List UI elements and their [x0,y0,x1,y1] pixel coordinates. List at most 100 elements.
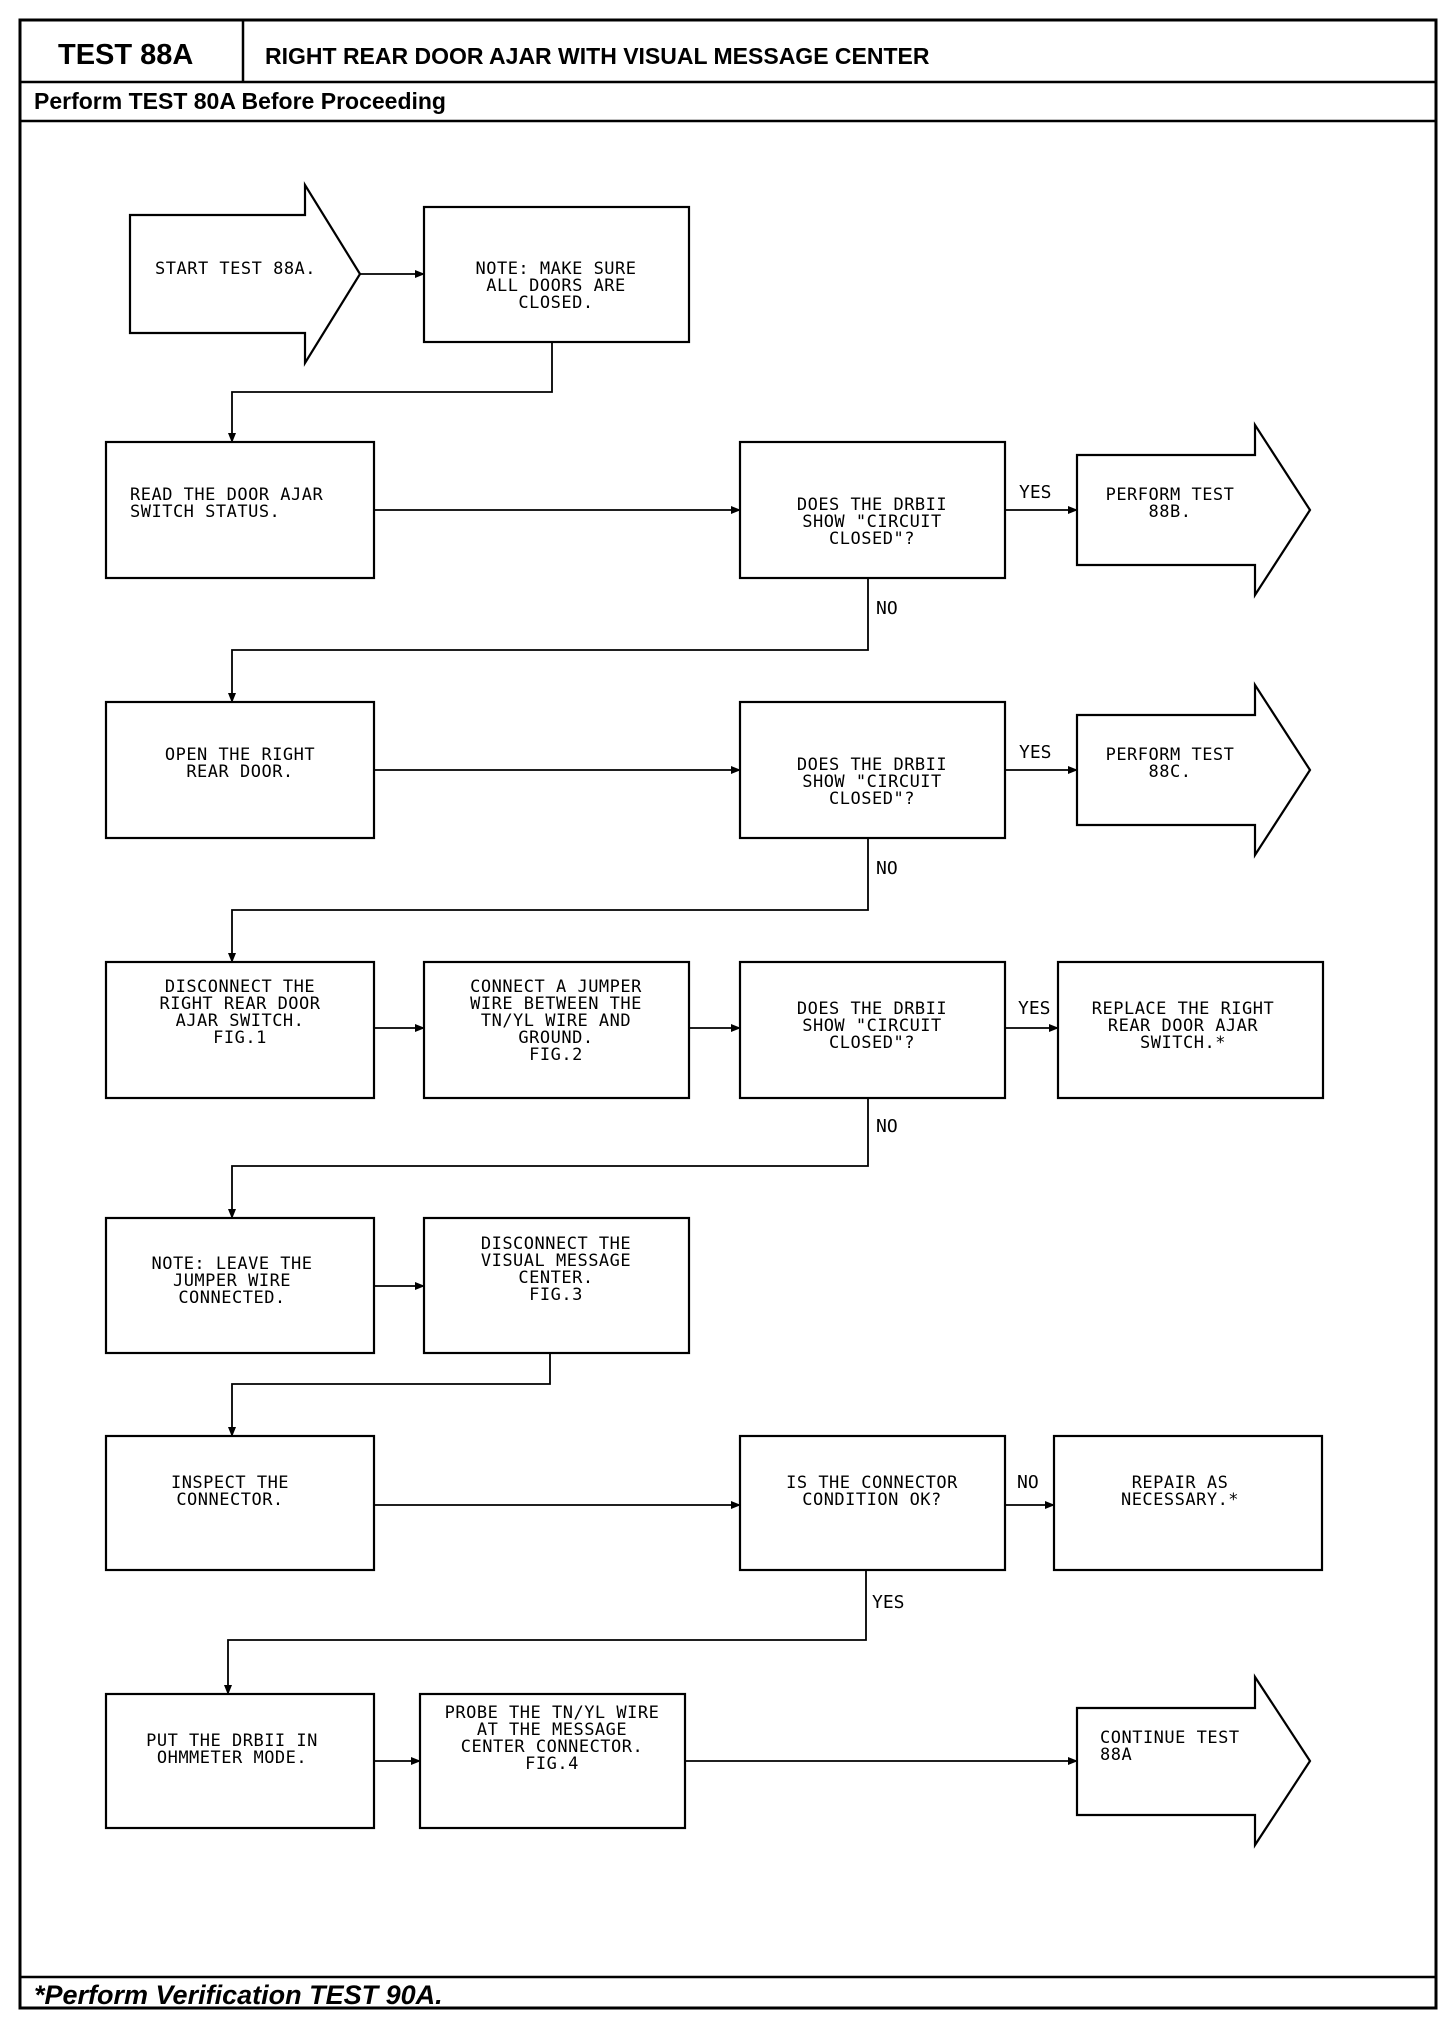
box-text-line: 88C. [1149,762,1192,782]
box-text-line: CONTINUE TEST [1100,1728,1240,1748]
box-text-line: AT THE MESSAGE [477,1720,627,1740]
box-text-line: PERFORM TEST [1106,485,1235,505]
box-text-line: 88B. [1149,502,1192,522]
open-door-box [104,700,376,840]
connector-q4-yes [224,1570,867,1695]
box-text-line: PERFORM TEST [1106,745,1235,765]
q1-no-label: NO [876,598,898,619]
box-text-line: DOES THE DRBII [797,755,947,775]
box-text-line: FIG.4 [525,1754,579,1774]
box-text-line: DISCONNECT THE [165,977,315,997]
page-frame [18,18,1438,2010]
connector-q2-no [228,838,869,963]
box-text-line: ALL DOORS ARE [486,276,626,296]
box-text-line: CONNECT A JUMPER [470,977,642,997]
box-text-line: SHOW "CIRCUIT [802,1016,942,1036]
q1-yes-label: YES [1019,482,1052,503]
box-text-line: INSPECT THE [171,1473,289,1493]
connector-note-to-read [228,342,553,443]
repair-box [1052,1434,1324,1572]
footer-note: *Perform Verification TEST 90A. [34,1980,443,2010]
prerequisite-note: Perform TEST 80A Before Proceeding [34,88,446,114]
box-text-line: CLOSED. [518,293,593,313]
box-text-line: CENTER. [518,1268,593,1288]
box-text-line: NECESSARY.* [1121,1490,1239,1510]
box-text-line: FIG.1 [213,1028,267,1048]
decision-3-box [738,960,1007,1100]
start-arrow [128,181,362,367]
box-text-line: DOES THE DRBII [797,495,947,515]
connector-q3-no [228,1098,869,1219]
read-status-box [104,440,376,580]
inspect-box [104,1434,376,1572]
perform-88c-arrow [1075,681,1312,859]
box-text-line: PUT THE DRBII IN [146,1731,318,1751]
box-text-line: PROBE THE TN/YL WIRE [445,1703,660,1723]
disconnect-switch-box [104,960,376,1100]
decision-4-box [738,1434,1007,1572]
box-text-line: SHOW "CIRCUIT [802,772,942,792]
box-text-line: CONNECTOR. [176,1490,283,1510]
box-text-line: WIRE BETWEEN THE [470,994,642,1014]
box-text-line: RIGHT REAR DOOR [159,994,320,1014]
box-text-line: DISCONNECT THE [481,1234,631,1254]
q4-no-label: NO [1017,1472,1039,1493]
replace-switch-box [1056,960,1325,1100]
box-text-line: REPAIR AS [1132,1473,1229,1493]
q4-yes-label: YES [872,1592,905,1613]
box-text-line: AJAR SWITCH. [176,1011,305,1031]
decision-1-box [738,440,1007,580]
box-text-line: CLOSED"? [829,789,915,809]
box-text-line: CENTER CONNECTOR. [461,1737,644,1757]
page-title: RIGHT REAR DOOR AJAR WITH VISUAL MESSAGE… [265,43,930,69]
box-text-line: START TEST 88A. [155,259,316,279]
box-text-line: REAR DOOR. [186,762,293,782]
box-text-line: SHOW "CIRCUIT [802,512,942,532]
probe-box [418,1692,687,1830]
connect-jumper-box [422,960,691,1100]
box-text-line: NOTE: LEAVE THE [151,1254,312,1274]
box-text-line: DOES THE DRBII [797,999,947,1019]
perform-88b-arrow [1075,421,1312,599]
box-text-line: REPLACE THE RIGHT [1092,999,1275,1019]
disconnect-vmc-box [422,1216,691,1355]
box-text-line: REAR DOOR AJAR [1108,1016,1259,1036]
q2-no-label: NO [876,858,898,879]
box-text-line: OHMMETER MODE. [157,1748,307,1768]
box-text-line: FIG.3 [529,1285,583,1305]
q3-yes-label: YES [1018,998,1051,1019]
continue-arrow [1075,1673,1312,1849]
box-text-line: READ THE DOOR AJAR [130,485,323,505]
box-text-line: SWITCH STATUS. [130,502,280,522]
box-text-line: VISUAL MESSAGE [481,1251,631,1271]
box-text-line: 88A [1100,1745,1132,1765]
connector-vmc-to-inspect [228,1353,551,1437]
ohmmeter-box [104,1692,376,1830]
box-text-line: SWITCH.* [1140,1033,1226,1053]
box-text-line: IS THE CONNECTOR [786,1473,958,1493]
box-text-line: NOTE: MAKE SURE [475,259,636,279]
box-text-line: FIG.2 [529,1045,583,1065]
q2-yes-label: YES [1019,742,1052,763]
box-text-line: JUMPER WIRE [173,1271,291,1291]
note-jumper-box [104,1216,376,1355]
